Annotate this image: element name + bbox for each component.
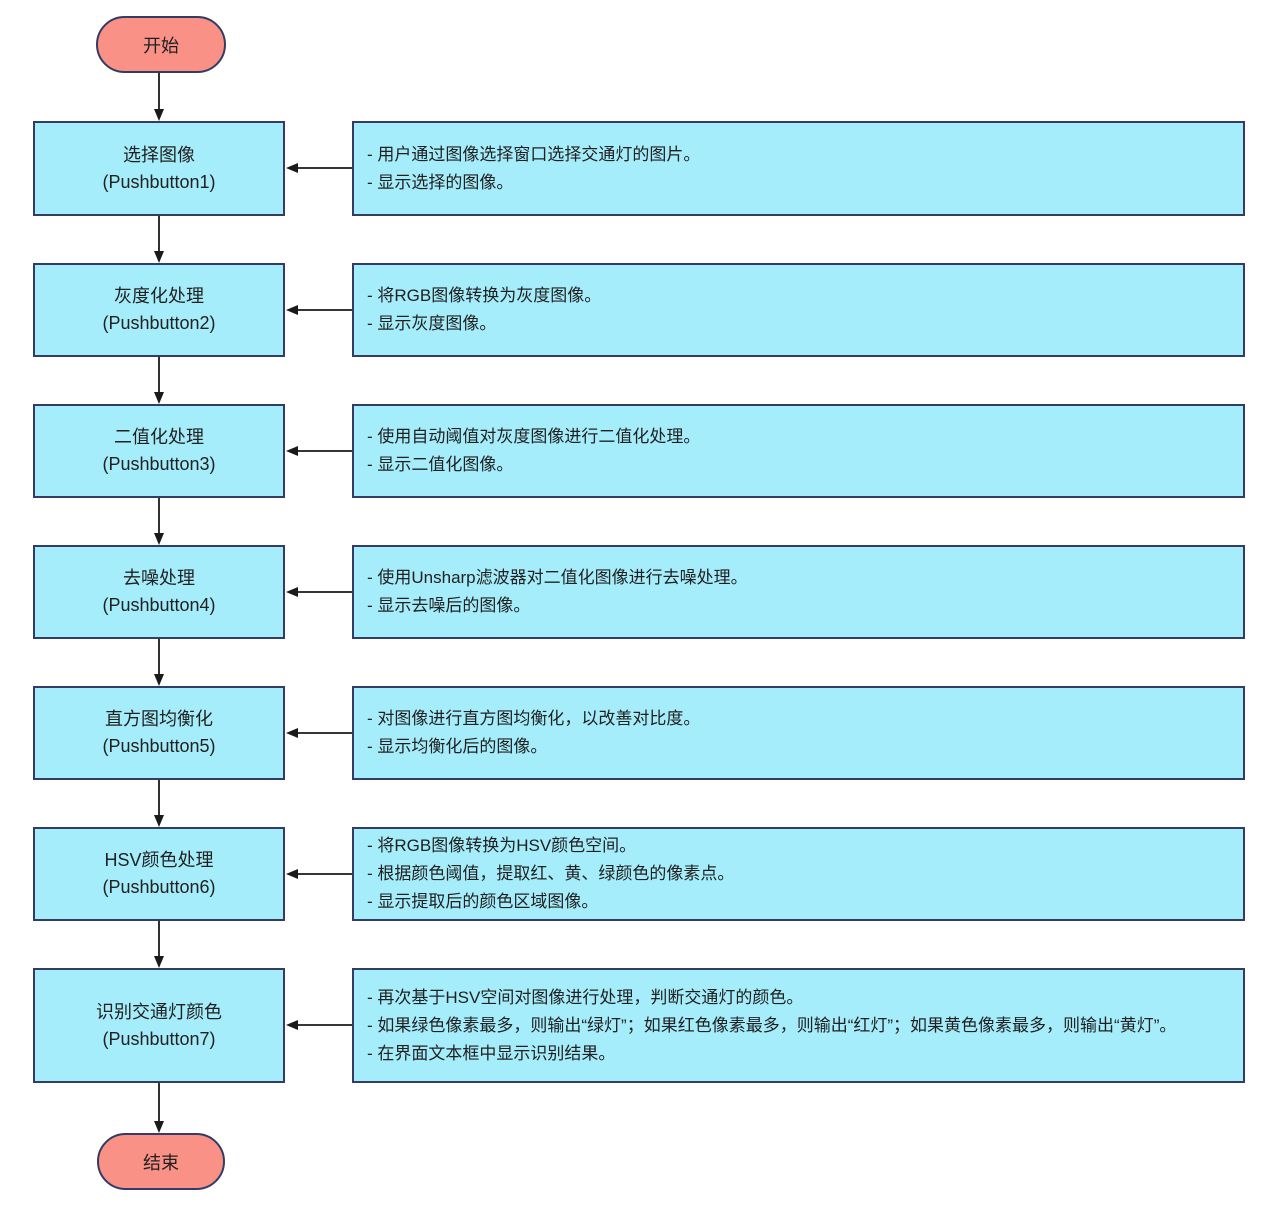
- process-box-pushbutton4: 去噪处理 (Pushbutton4): [33, 545, 285, 639]
- note-line: - 显示提取后的颜色区域图像。: [367, 892, 599, 911]
- process-subtitle: (Pushbutton5): [102, 736, 216, 756]
- process-title: 灰度化处理: [114, 286, 204, 306]
- process-title: 直方图均衡化: [105, 709, 213, 729]
- process-title: 去噪处理: [123, 568, 195, 588]
- note-line: - 用户通过图像选择窗口选择交通灯的图片。: [367, 144, 701, 164]
- arrow-step7-to-end: [154, 1083, 164, 1133]
- note-box-7: - 再次基于HSV空间对图像进行处理，判断交通灯的颜色。 - 如果绿色像素最多，…: [352, 968, 1245, 1083]
- note-line: - 使用自动阈值对灰度图像进行二值化处理。: [367, 427, 701, 446]
- process-title: 二值化处理: [114, 427, 204, 447]
- process-box-pushbutton1: 选择图像 (Pushbutton1): [33, 121, 285, 216]
- process-subtitle: (Pushbutton7): [102, 1028, 216, 1049]
- arrow-step2-to-step3: [154, 357, 164, 404]
- process-subtitle: (Pushbutton3): [102, 454, 216, 474]
- note-box-2: - 将RGB图像转换为灰度图像。 - 显示灰度图像。: [352, 263, 1245, 357]
- process-box-pushbutton6: HSV颜色处理 (Pushbutton6): [33, 827, 285, 921]
- start-node: 开始: [96, 16, 226, 73]
- note-line: - 再次基于HSV空间对图像进行处理，判断交通灯的颜色。: [367, 987, 804, 1007]
- note-line: - 将RGB图像转换为灰度图像。: [367, 286, 602, 305]
- process-subtitle: (Pushbutton6): [102, 877, 216, 897]
- note-line: - 将RGB图像转换为HSV颜色空间。: [367, 836, 637, 855]
- arrow-step6-to-step7: [154, 921, 164, 968]
- process-box-pushbutton3: 二值化处理 (Pushbutton3): [33, 404, 285, 498]
- arrow-step4-to-step5: [154, 639, 164, 686]
- arrow-note2-to-step2: [286, 305, 352, 315]
- arrow-step3-to-step4: [154, 498, 164, 545]
- end-node: 结束: [97, 1133, 225, 1190]
- note-line: - 对图像进行直方图均衡化，以改善对比度。: [367, 709, 701, 728]
- note-box-6: - 将RGB图像转换为HSV颜色空间。 - 根据颜色阈值，提取红、黄、绿颜色的像…: [352, 827, 1245, 921]
- arrow-note3-to-step3: [286, 446, 352, 456]
- start-label: 开始: [143, 35, 179, 56]
- process-box-pushbutton7: 识别交通灯颜色 (Pushbutton7): [33, 968, 285, 1083]
- process-title: 选择图像: [123, 144, 195, 165]
- note-line: - 如果绿色像素最多，则输出“绿灯”；如果红色像素最多，则输出“红灯”；如果黄色…: [367, 1015, 1177, 1035]
- process-subtitle: (Pushbutton4): [102, 595, 216, 615]
- note-box-1: - 用户通过图像选择窗口选择交通灯的图片。 - 显示选择的图像。: [352, 121, 1245, 216]
- note-line: - 根据颜色阈值，提取红、黄、绿颜色的像素点。: [367, 864, 735, 883]
- process-subtitle: (Pushbutton2): [102, 313, 216, 333]
- arrow-note5-to-step5: [286, 728, 352, 738]
- note-line: - 显示灰度图像。: [367, 314, 497, 333]
- process-title: HSV颜色处理: [104, 850, 214, 870]
- note-box-5: - 对图像进行直方图均衡化，以改善对比度。 - 显示均衡化后的图像。: [352, 686, 1245, 780]
- note-line: - 显示二值化图像。: [367, 455, 514, 474]
- note-line: - 显示均衡化后的图像。: [367, 737, 548, 756]
- process-title: 识别交通灯颜色: [96, 1001, 222, 1022]
- note-box-3: - 使用自动阈值对灰度图像进行二值化处理。 - 显示二值化图像。: [352, 404, 1245, 498]
- arrow-note4-to-step4: [286, 587, 352, 597]
- note-box-4: - 使用Unsharp滤波器对二值化图像进行去噪处理。 - 显示去噪后的图像。: [352, 545, 1245, 639]
- arrow-step5-to-step6: [154, 780, 164, 827]
- process-box-pushbutton2: 灰度化处理 (Pushbutton2): [33, 263, 285, 357]
- note-line: - 显示去噪后的图像。: [367, 596, 531, 615]
- end-label: 结束: [143, 1152, 179, 1173]
- arrow-note6-to-step6: [286, 869, 352, 879]
- note-line: - 在界面文本框中显示识别结果。: [367, 1043, 616, 1063]
- process-subtitle: (Pushbutton1): [102, 171, 216, 192]
- note-line: - 使用Unsharp滤波器对二值化图像进行去噪处理。: [367, 568, 748, 587]
- process-box-pushbutton5: 直方图均衡化 (Pushbutton5): [33, 686, 285, 780]
- note-line: - 显示选择的图像。: [367, 172, 514, 192]
- arrow-note7-to-step7: [286, 1020, 352, 1030]
- arrow-step1-to-step2: [154, 216, 164, 263]
- arrow-note1-to-step1: [286, 163, 352, 173]
- arrow-start-to-step1: [154, 73, 164, 121]
